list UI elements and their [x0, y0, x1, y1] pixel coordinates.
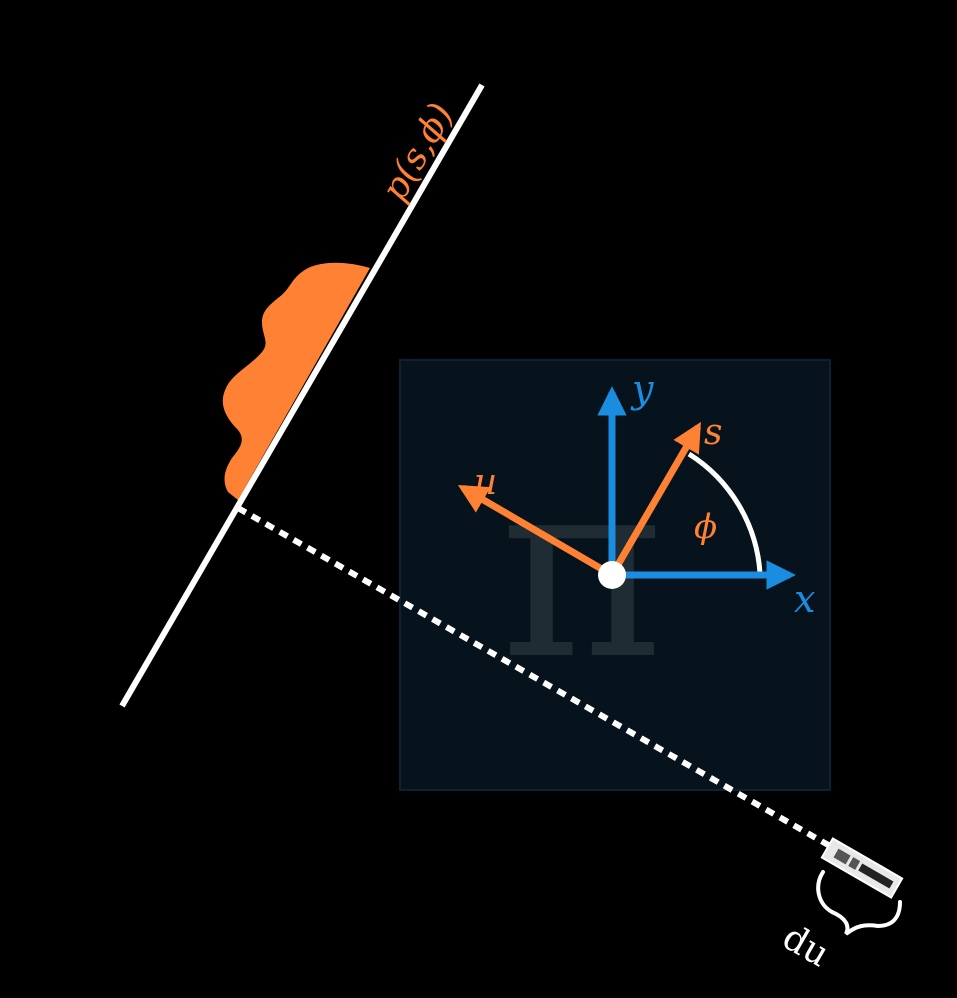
projection-label: p(s,ϕ) [374, 96, 462, 208]
detector-label: du [775, 917, 836, 976]
x-axis-label: x [794, 577, 815, 621]
projection-ray [236, 505, 832, 849]
projection-profile [222, 262, 370, 500]
y-axis-label: y [630, 367, 654, 411]
u-axis [457, 484, 614, 579]
origin-point [598, 561, 626, 589]
s-axis-label: s [704, 412, 722, 453]
phi-arc [687, 451, 763, 574]
brace-icon [816, 870, 902, 936]
detector-element-icon [820, 837, 904, 899]
projection-axis-line [119, 83, 485, 708]
phi-label: ϕ [694, 507, 717, 547]
u-axis-label: u [474, 462, 497, 503]
pi-watermark: π [500, 423, 664, 714]
s-axis [608, 421, 702, 577]
